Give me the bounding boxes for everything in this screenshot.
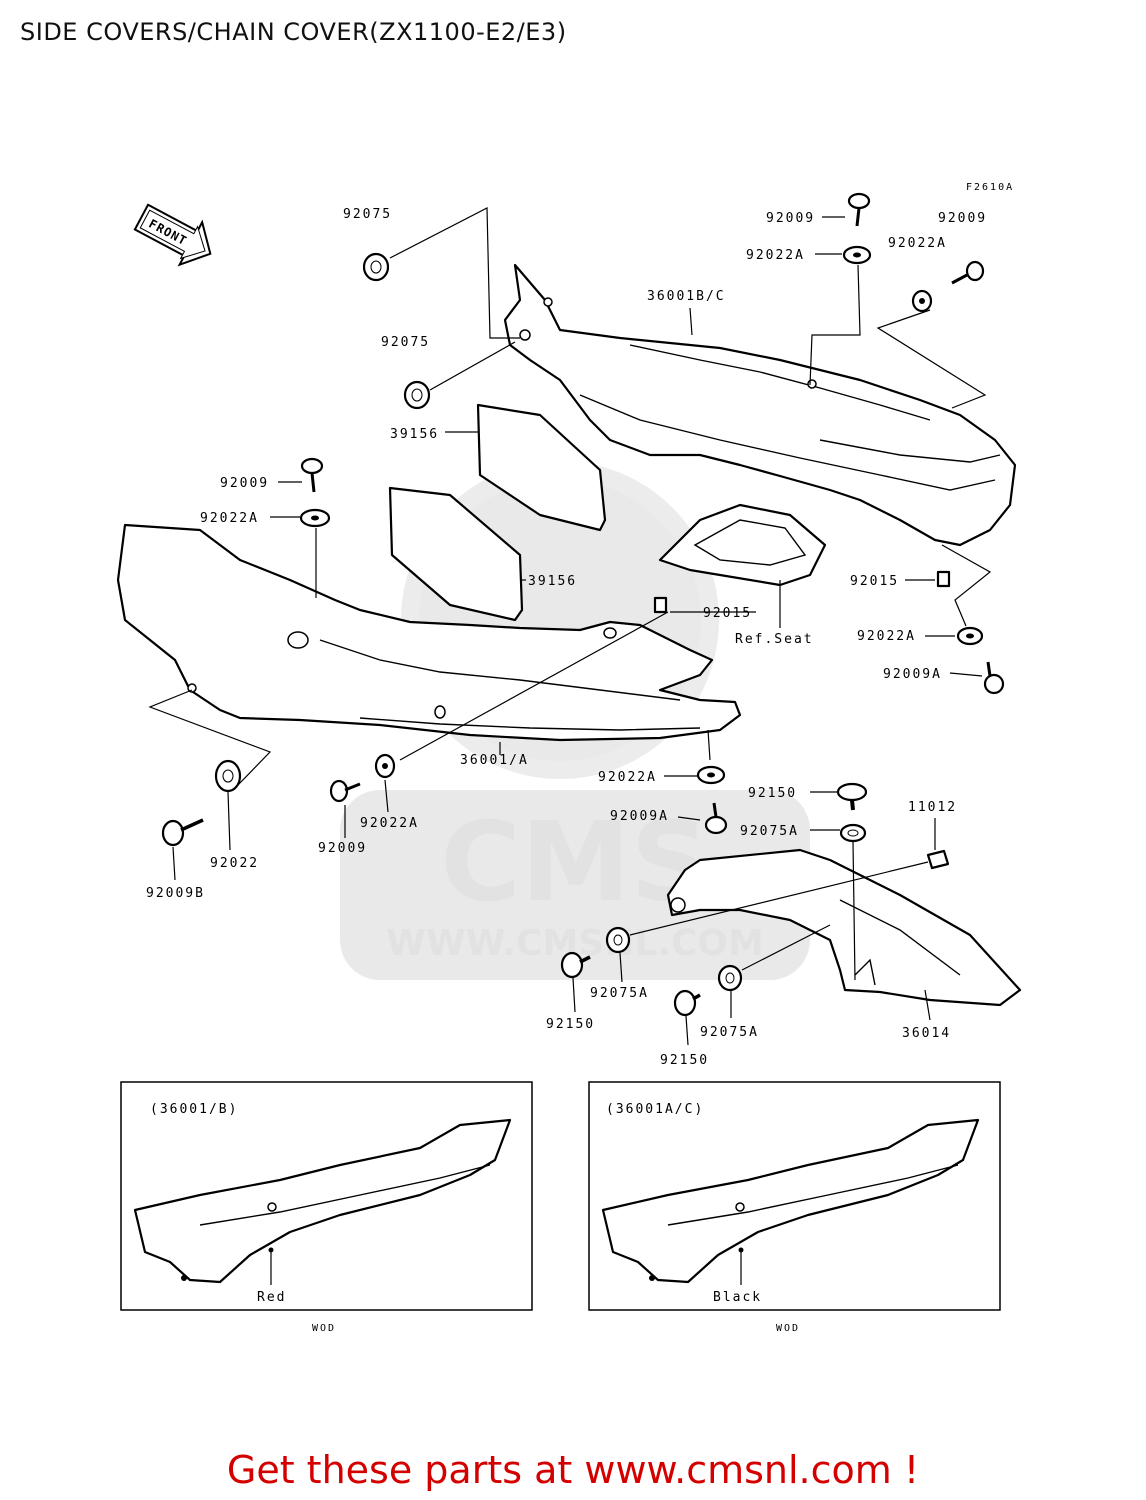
inset-36001B-color: Red — [257, 1290, 286, 1305]
grommet-92075A-bottom-icon — [717, 964, 743, 992]
label-92009A-mid: 92009A — [610, 809, 669, 824]
bolt-92009-lower-icon — [329, 779, 361, 803]
label-11012: 11012 — [908, 800, 957, 815]
pad-39156-bottom — [388, 486, 524, 622]
bolt-92009B-icon — [161, 818, 204, 847]
label-92009-left: 92009 — [220, 476, 269, 491]
label-36014: 36014 — [902, 1026, 951, 1041]
label-92009B: 92009B — [146, 886, 205, 901]
washer-92022A-farright-icon — [911, 289, 933, 313]
footer-link[interactable]: Get these parts at www.cmsnl.com ! — [226, 1448, 920, 1492]
clip-92015-mid-icon — [653, 596, 668, 614]
label-92022A-right: 92022A — [857, 629, 916, 644]
washer-92022-lower-icon — [214, 759, 242, 793]
label-92009-farright: 92009 — [938, 211, 987, 226]
washer-92022A-left-icon — [299, 508, 331, 528]
bolt-92009A-mid-icon — [704, 802, 728, 835]
label-92009-topright: 92009 — [766, 211, 815, 226]
inset-36001B: (36001/B) Red — [120, 1081, 533, 1311]
label-92022A-left: 92022A — [200, 511, 259, 526]
chain-cover-36014 — [666, 848, 1022, 1007]
label-92022A-lower: 92022A — [598, 770, 657, 785]
bolt-92009-farright-icon — [951, 260, 985, 285]
label-92022A-topright: 92022A — [746, 248, 805, 263]
side-cover-36001BC — [503, 263, 1017, 547]
label-39156-top: 39156 — [390, 427, 439, 442]
screw-92150-top-icon — [836, 782, 868, 811]
inset-36001AC-caption: WOD — [776, 1323, 800, 1334]
label-92015-right: 92015 — [850, 574, 899, 589]
page-title: SIDE COVERS/CHAIN COVER(ZX1100-E2/E3) — [20, 18, 567, 46]
collar-11012-icon — [926, 849, 950, 870]
bolt-92009-topright-icon — [847, 192, 871, 227]
bolt-92009-left-icon — [300, 457, 324, 493]
label-92150-left: 92150 — [546, 1017, 595, 1032]
inset-36001AC-title: (36001A/C) — [606, 1102, 704, 1117]
clip-92015-right-icon — [936, 570, 951, 588]
inset-36001AC: (36001A/C) Black — [588, 1081, 1001, 1311]
label-92075A-left: 92075A — [590, 986, 649, 1001]
grommet-92075A-top-icon — [839, 823, 867, 843]
watermark-brand: CMS — [440, 798, 709, 926]
screw-92150-left-icon — [560, 951, 591, 979]
label-92075-mid: 92075 — [381, 335, 430, 350]
label-ref-seat: Ref.Seat — [735, 632, 814, 647]
bolt-92009A-right-icon — [983, 661, 1005, 695]
washer-92022A-lower-icon — [696, 765, 726, 785]
label-39156-bottom: 39156 — [528, 574, 577, 589]
label-92075A-bottom: 92075A — [700, 1025, 759, 1040]
label-92009A-right: 92009A — [883, 667, 942, 682]
side-cover-36001A — [116, 523, 742, 742]
screw-92150-bottom-icon — [673, 989, 701, 1017]
label-92022-lower: 92022 — [210, 856, 259, 871]
inset-36001AC-color: Black — [713, 1290, 762, 1305]
label-92022A-center: 92022A — [360, 816, 419, 831]
inset-36001B-caption: WOD — [312, 1323, 336, 1334]
washer-92022A-topright-icon — [842, 245, 872, 265]
label-92022A-farright: 92022A — [888, 236, 947, 251]
label-36001BC: 36001B/C — [647, 289, 726, 304]
leader-lines — [148, 207, 992, 1046]
grommet-92075-mid-icon — [403, 380, 431, 410]
label-92150-top: 92150 — [748, 786, 797, 801]
washer-92022A-right-icon — [956, 626, 984, 646]
front-arrow-icon: FRONT — [133, 203, 212, 267]
pad-39156-top — [476, 403, 607, 532]
inset-36001B-title: (36001/B) — [150, 1102, 238, 1117]
label-92015-mid: 92015 — [703, 606, 752, 621]
ref-seat-bracket — [658, 503, 827, 587]
label-92075A-top: 92075A — [740, 824, 799, 839]
grommet-92075-top-icon — [362, 252, 390, 282]
label-36001A: 36001/A — [460, 753, 529, 768]
grommet-92075A-left-icon — [605, 926, 631, 954]
label-92075-top: 92075 — [343, 207, 392, 222]
label-92009-lower: 92009 — [318, 841, 367, 856]
washer-92022A-center-icon — [374, 753, 396, 779]
figure-code: F2610A — [966, 182, 1014, 193]
label-92150-bottom: 92150 — [660, 1053, 709, 1068]
